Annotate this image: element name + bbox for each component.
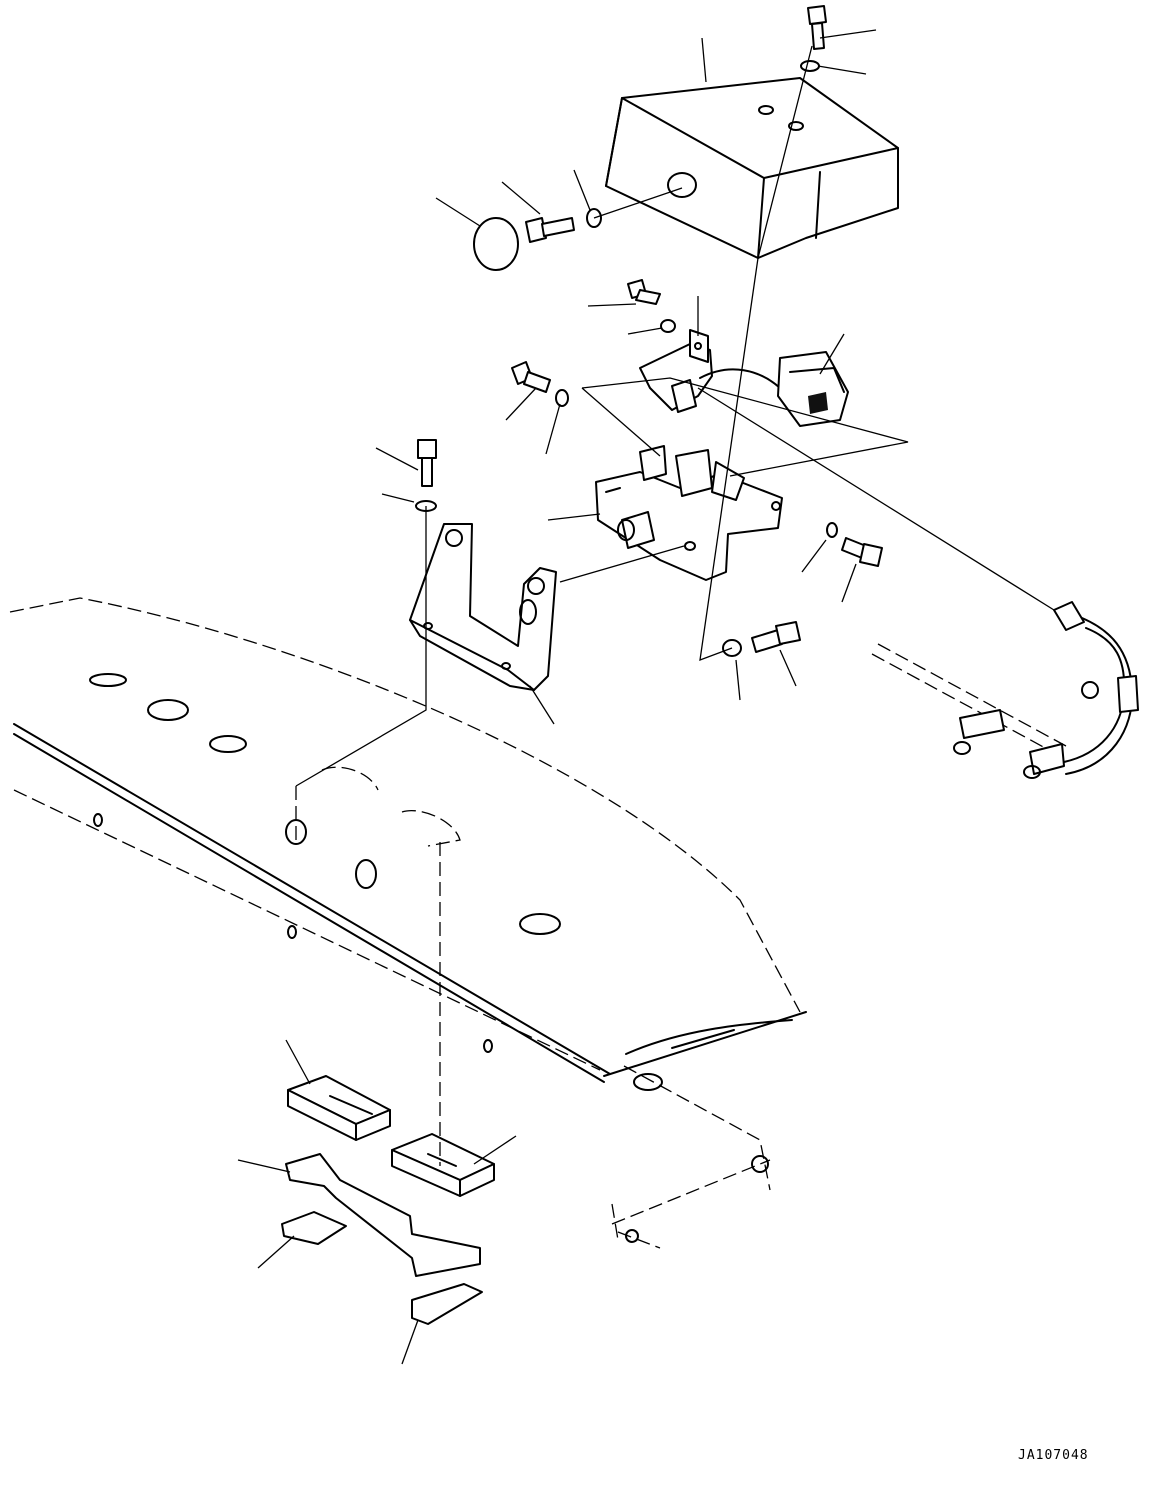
sensor-unit xyxy=(777,351,849,427)
bolt-icon xyxy=(417,439,437,487)
shim-block xyxy=(391,1133,495,1197)
guide-lines xyxy=(295,45,1055,1166)
shim-block xyxy=(287,1075,391,1141)
washer-icon xyxy=(586,208,602,228)
wedge-icon xyxy=(281,1211,347,1245)
drawing-code-label: JA107048 xyxy=(1018,1448,1089,1463)
wedge-icon xyxy=(411,1283,483,1325)
washer-icon xyxy=(826,522,838,538)
washer-icon xyxy=(722,639,742,657)
mounting-bracket xyxy=(409,523,557,691)
washer-icon xyxy=(800,60,820,72)
bolt-icon xyxy=(525,217,575,243)
cover-box xyxy=(605,77,899,259)
bolt-icon xyxy=(841,537,883,567)
bolt-icon xyxy=(807,5,827,50)
shim-plate xyxy=(285,1153,481,1277)
callout-leaders xyxy=(237,29,877,1365)
frame-member xyxy=(9,597,807,1249)
sensor-bracket xyxy=(639,329,713,413)
switch-body xyxy=(595,445,783,581)
bolt-icon xyxy=(511,361,551,393)
washer-icon xyxy=(660,319,676,333)
cap-plug-icon xyxy=(473,217,519,271)
washer-icon xyxy=(555,389,569,407)
wiring-harness xyxy=(871,601,1139,779)
bolt-icon xyxy=(627,279,661,305)
bolt-icon xyxy=(751,621,801,653)
sensor-cable xyxy=(699,368,781,389)
